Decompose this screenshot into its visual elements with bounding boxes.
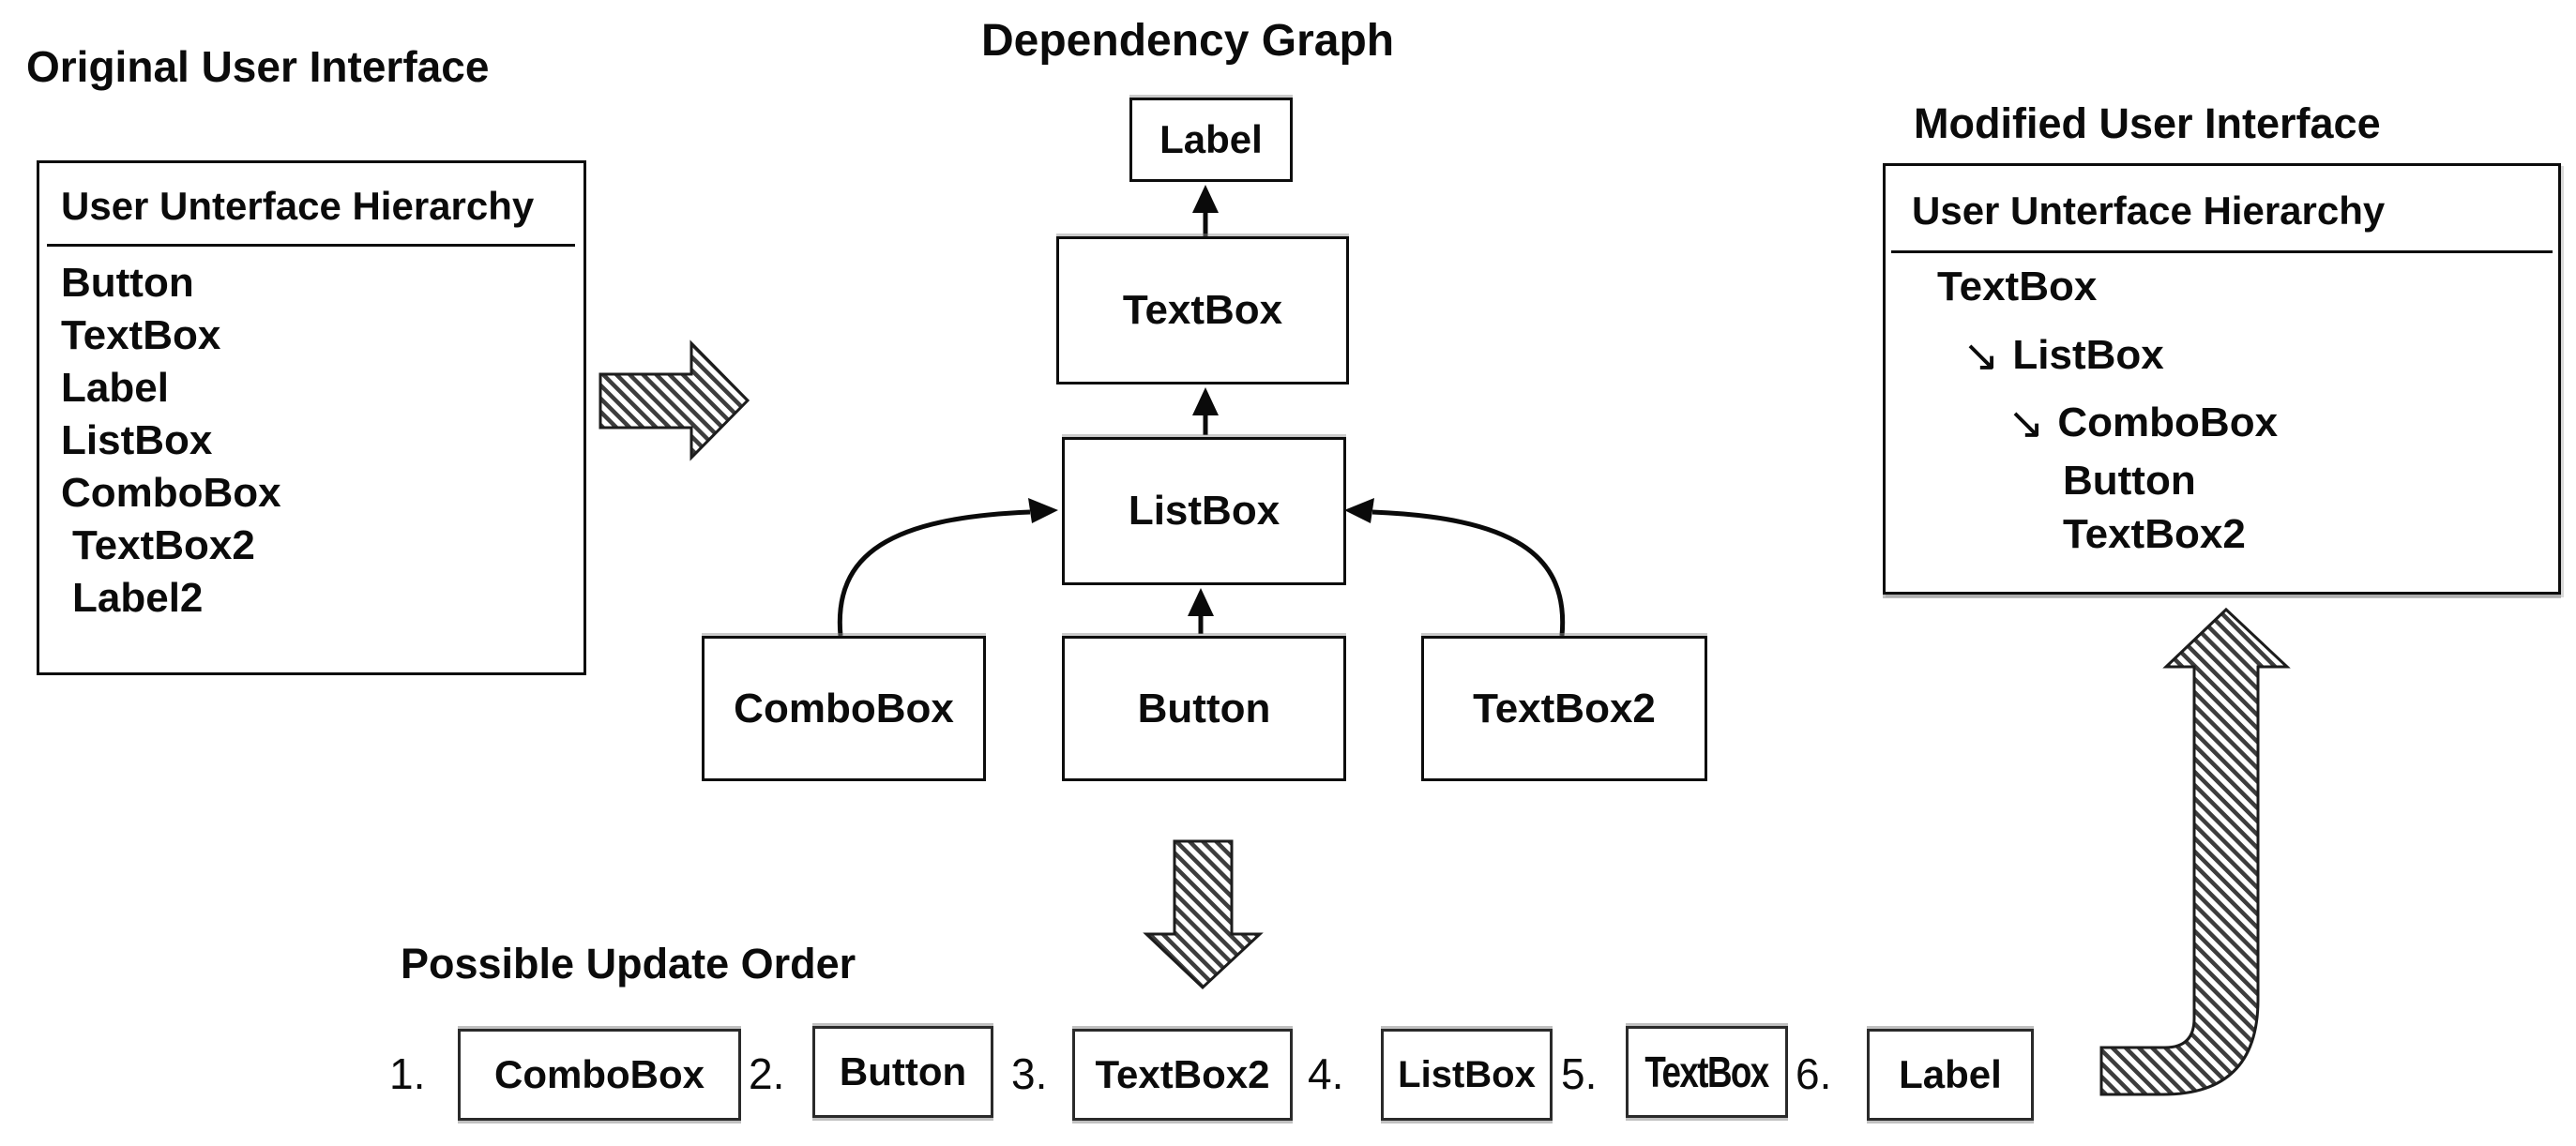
tree-item-label: ListBox [2012,332,2164,378]
tree-item-label: ComboBox [2057,400,2279,445]
tree-item: ↘ ListBox [1962,331,2164,378]
update-step-box: ComboBox [458,1029,741,1121]
list-item: Label [61,365,169,411]
update-step-box: Label [1867,1029,2034,1121]
original-ui-title: Original User Interface [26,42,490,91]
graph-node-combobox: ComboBox [702,636,986,781]
edge-textbox-label [1192,185,1219,236]
list-item: TextBox [61,312,221,358]
update-step-label: Label [1899,1052,2002,1096]
update-step-label: ComboBox [494,1052,705,1096]
graph-node-label: Label [1129,98,1293,182]
update-step-number: 5. [1561,1049,1598,1098]
update-step-box: TextBox2 [1072,1029,1293,1121]
update-step-label: ListBox [1398,1053,1536,1095]
tree-item: TextBox2 [2063,512,2246,557]
update-step-label: Button [839,1049,967,1093]
tree-item-label: TextBox [1937,264,2098,309]
update-step-box: Button [812,1026,993,1118]
tree-item-label: Button [2063,458,2196,504]
list-item: Button [61,260,194,306]
graph-node-button: Button [1062,636,1346,781]
update-step-number: 2. [749,1049,785,1098]
update-step-box: ListBox [1381,1029,1553,1121]
list-item: ComboBox [61,470,281,516]
tree-item: TextBox [1937,264,2097,309]
update-order-title: Possible Update Order [401,940,856,988]
panel-title-divider [47,244,575,247]
edge-button-listbox [1188,588,1214,634]
update-step-number: 6. [1796,1049,1832,1098]
flow-arrow-up-elbow-icon [2099,607,2291,1096]
update-step-label: TextBox2 [1095,1052,1270,1096]
modified-hierarchy-panel: User Unterface Hierarchy TextBox ↘ ListBo… [1883,163,2561,595]
graph-node-textbox2: TextBox2 [1421,636,1707,781]
dependency-graph-title: Dependency Graph [981,16,1395,66]
original-hierarchy-list: Button TextBox Label ListBox ComboBox Te… [61,257,281,625]
child-arrow-icon: ↘ [2008,398,2045,447]
flow-arrow-down-icon [1143,839,1264,990]
update-step-number: 3. [1011,1049,1048,1098]
update-step-number: 1. [389,1049,426,1098]
original-panel-title: User Unterface Hierarchy [61,184,535,228]
modified-ui-title: Modified User Interface [1914,99,2381,147]
tree-item: Button [2063,459,2196,504]
list-item: TextBox2 [72,522,255,568]
modified-panel-title: User Unterface Hierarchy [1912,188,2386,233]
list-item: Label2 [72,575,204,621]
update-step-box: TextBox [1626,1026,1788,1118]
tree-item: ↘ ComboBox [2008,399,2278,445]
edge-combobox-listbox [837,498,1058,637]
flow-arrow-right-icon [599,339,750,461]
tree-item-label: TextBox2 [2063,511,2246,557]
child-arrow-icon: ↘ [1962,330,2000,380]
list-item: ListBox [61,417,213,463]
graph-node-listbox: ListBox [1062,437,1346,585]
update-step-number: 4. [1308,1049,1344,1098]
panel-title-divider [1891,250,2553,253]
update-step-label: TextBox [1644,1048,1770,1096]
graph-node-textbox: TextBox [1056,236,1349,385]
original-hierarchy-panel: User Unterface Hierarchy Button TextBox … [37,160,586,675]
edge-listbox-textbox [1192,387,1219,435]
edge-textbox2-listbox [1344,498,1566,637]
